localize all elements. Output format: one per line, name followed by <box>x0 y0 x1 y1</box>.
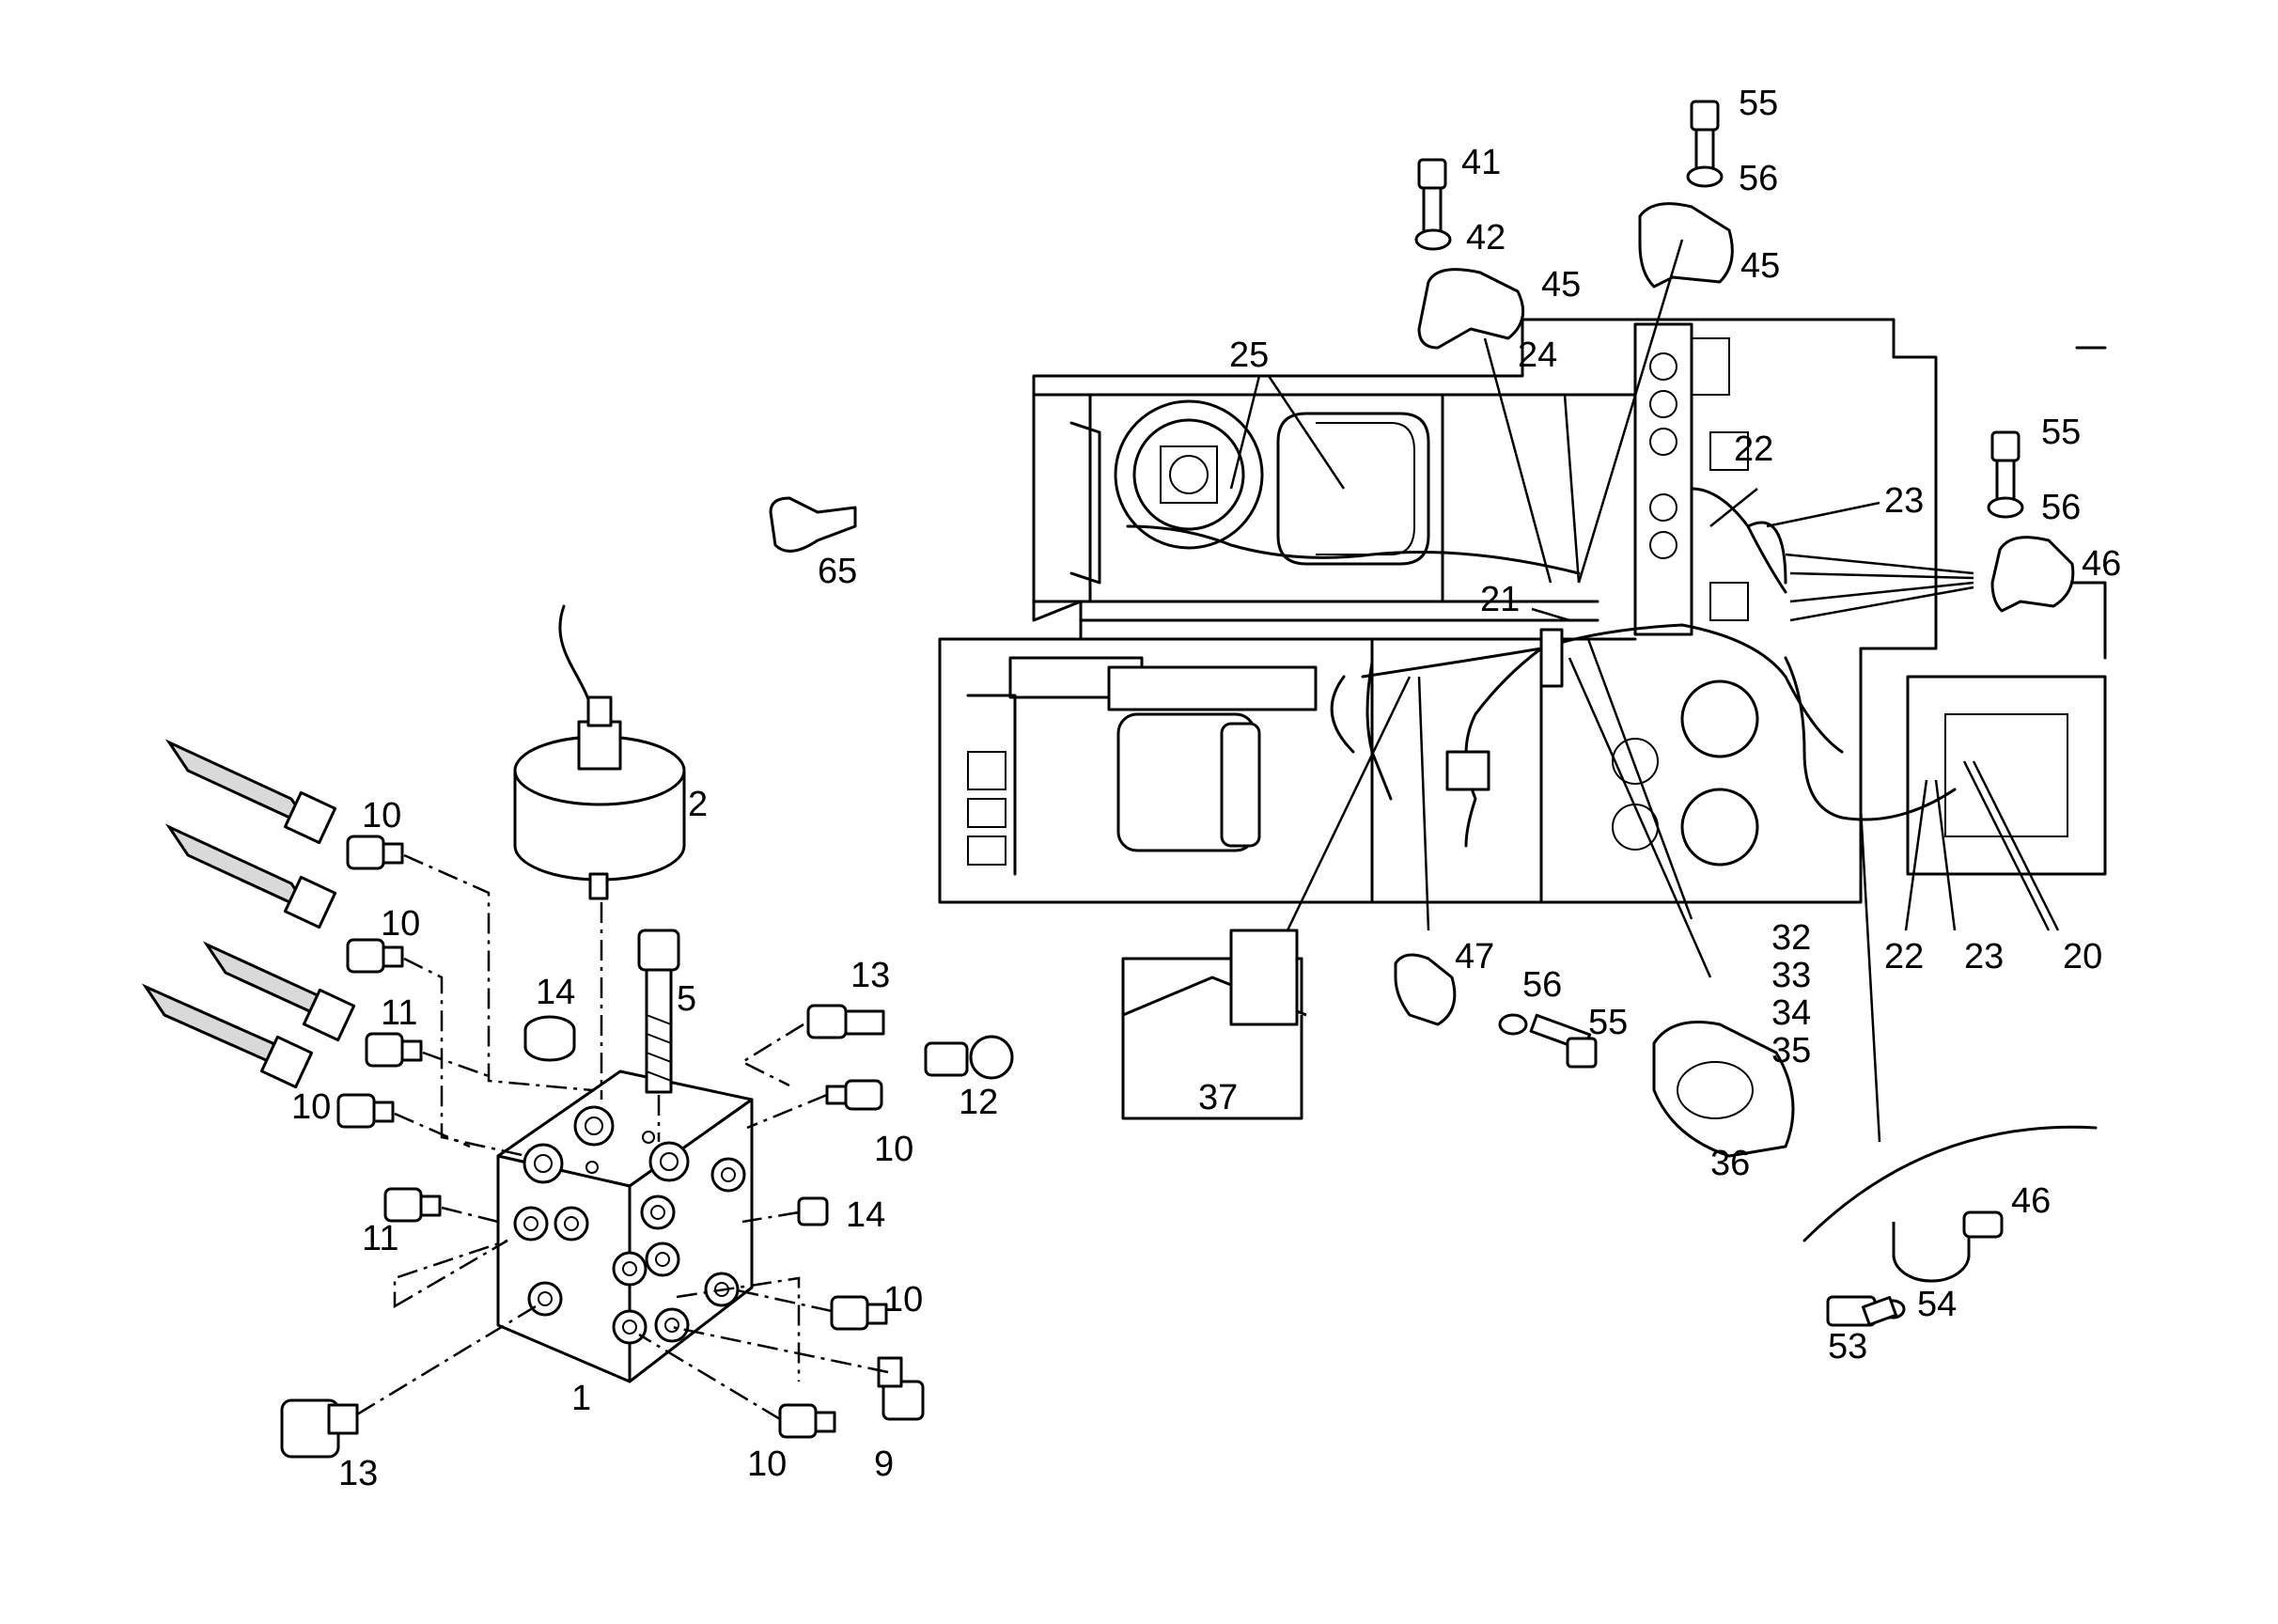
callout-54: 54 <box>1917 1285 1957 1324</box>
callout-11b: 11 <box>362 1219 398 1258</box>
callout-1: 1 <box>571 1379 591 1418</box>
callout-23a: 23 <box>1884 481 1924 521</box>
callout-36: 36 <box>1710 1144 1750 1183</box>
hydraulic-hoses <box>141 739 356 1089</box>
callout-12: 12 <box>959 1083 998 1122</box>
callout-37: 37 <box>1198 1078 1238 1117</box>
callout-labels: 1 2 5 9 10 10 10 10 10 10 11 11 12 13 13… <box>291 84 2121 1493</box>
mounting-clamps <box>769 100 2098 1327</box>
callout-10b: 10 <box>381 904 420 944</box>
callout-53: 53 <box>1828 1327 1867 1366</box>
callout-42: 42 <box>1466 218 1506 258</box>
valve-block <box>496 1070 754 1383</box>
callout-65: 65 <box>818 552 857 591</box>
callout-46a: 46 <box>2082 544 2121 584</box>
callout-23b: 23 <box>1964 937 2004 976</box>
callout-20: 20 <box>2063 937 2102 976</box>
callout-46b: 46 <box>2011 1181 2051 1221</box>
callout-22a: 22 <box>1734 429 1773 469</box>
bolt <box>637 929 680 1094</box>
callout-2: 2 <box>688 785 708 824</box>
callout-21: 21 <box>1480 580 1520 619</box>
callout-56c: 56 <box>1522 965 1562 1005</box>
accumulator <box>513 604 686 900</box>
callout-10e: 10 <box>883 1280 923 1320</box>
callout-10a: 10 <box>362 796 401 835</box>
leader-lines <box>1229 239 2060 1143</box>
callout-11a: 11 <box>381 993 417 1033</box>
callout-55c: 55 <box>1588 1003 1628 1042</box>
wiring-harness <box>1330 487 1957 848</box>
callout-34: 34 <box>1771 993 1811 1033</box>
callout-5: 5 <box>677 979 696 1019</box>
frame-harness-assembly <box>769 100 2107 1327</box>
valve-block-assembly <box>141 604 1014 1459</box>
assembly-lines <box>356 853 889 1421</box>
callout-10c: 10 <box>291 1087 331 1127</box>
callout-45a: 45 <box>1541 265 1581 304</box>
callout-24: 24 <box>1518 336 1557 375</box>
callout-13a: 13 <box>850 956 890 995</box>
callout-55b: 55 <box>2041 413 2081 452</box>
callout-14b: 14 <box>846 1195 885 1235</box>
fittings <box>280 835 1014 1459</box>
plug <box>523 1015 576 1062</box>
callout-33: 33 <box>1771 956 1811 995</box>
callout-13b: 13 <box>338 1454 378 1493</box>
callout-22b: 22 <box>1884 937 1924 976</box>
callout-55a: 55 <box>1739 84 1778 123</box>
callout-32: 32 <box>1771 918 1811 958</box>
callout-25: 25 <box>1229 336 1269 375</box>
callout-9: 9 <box>874 1444 894 1484</box>
callout-14a: 14 <box>536 973 575 1012</box>
machine-frame <box>938 318 2107 904</box>
callout-56a: 56 <box>1739 159 1778 198</box>
callout-10f: 10 <box>747 1444 787 1484</box>
callout-41: 41 <box>1461 143 1501 182</box>
callout-56b: 56 <box>2041 488 2081 527</box>
callout-10d: 10 <box>874 1130 913 1169</box>
callout-35: 35 <box>1771 1031 1811 1070</box>
callout-45b: 45 <box>1740 246 1780 286</box>
callout-47: 47 <box>1455 937 1494 976</box>
